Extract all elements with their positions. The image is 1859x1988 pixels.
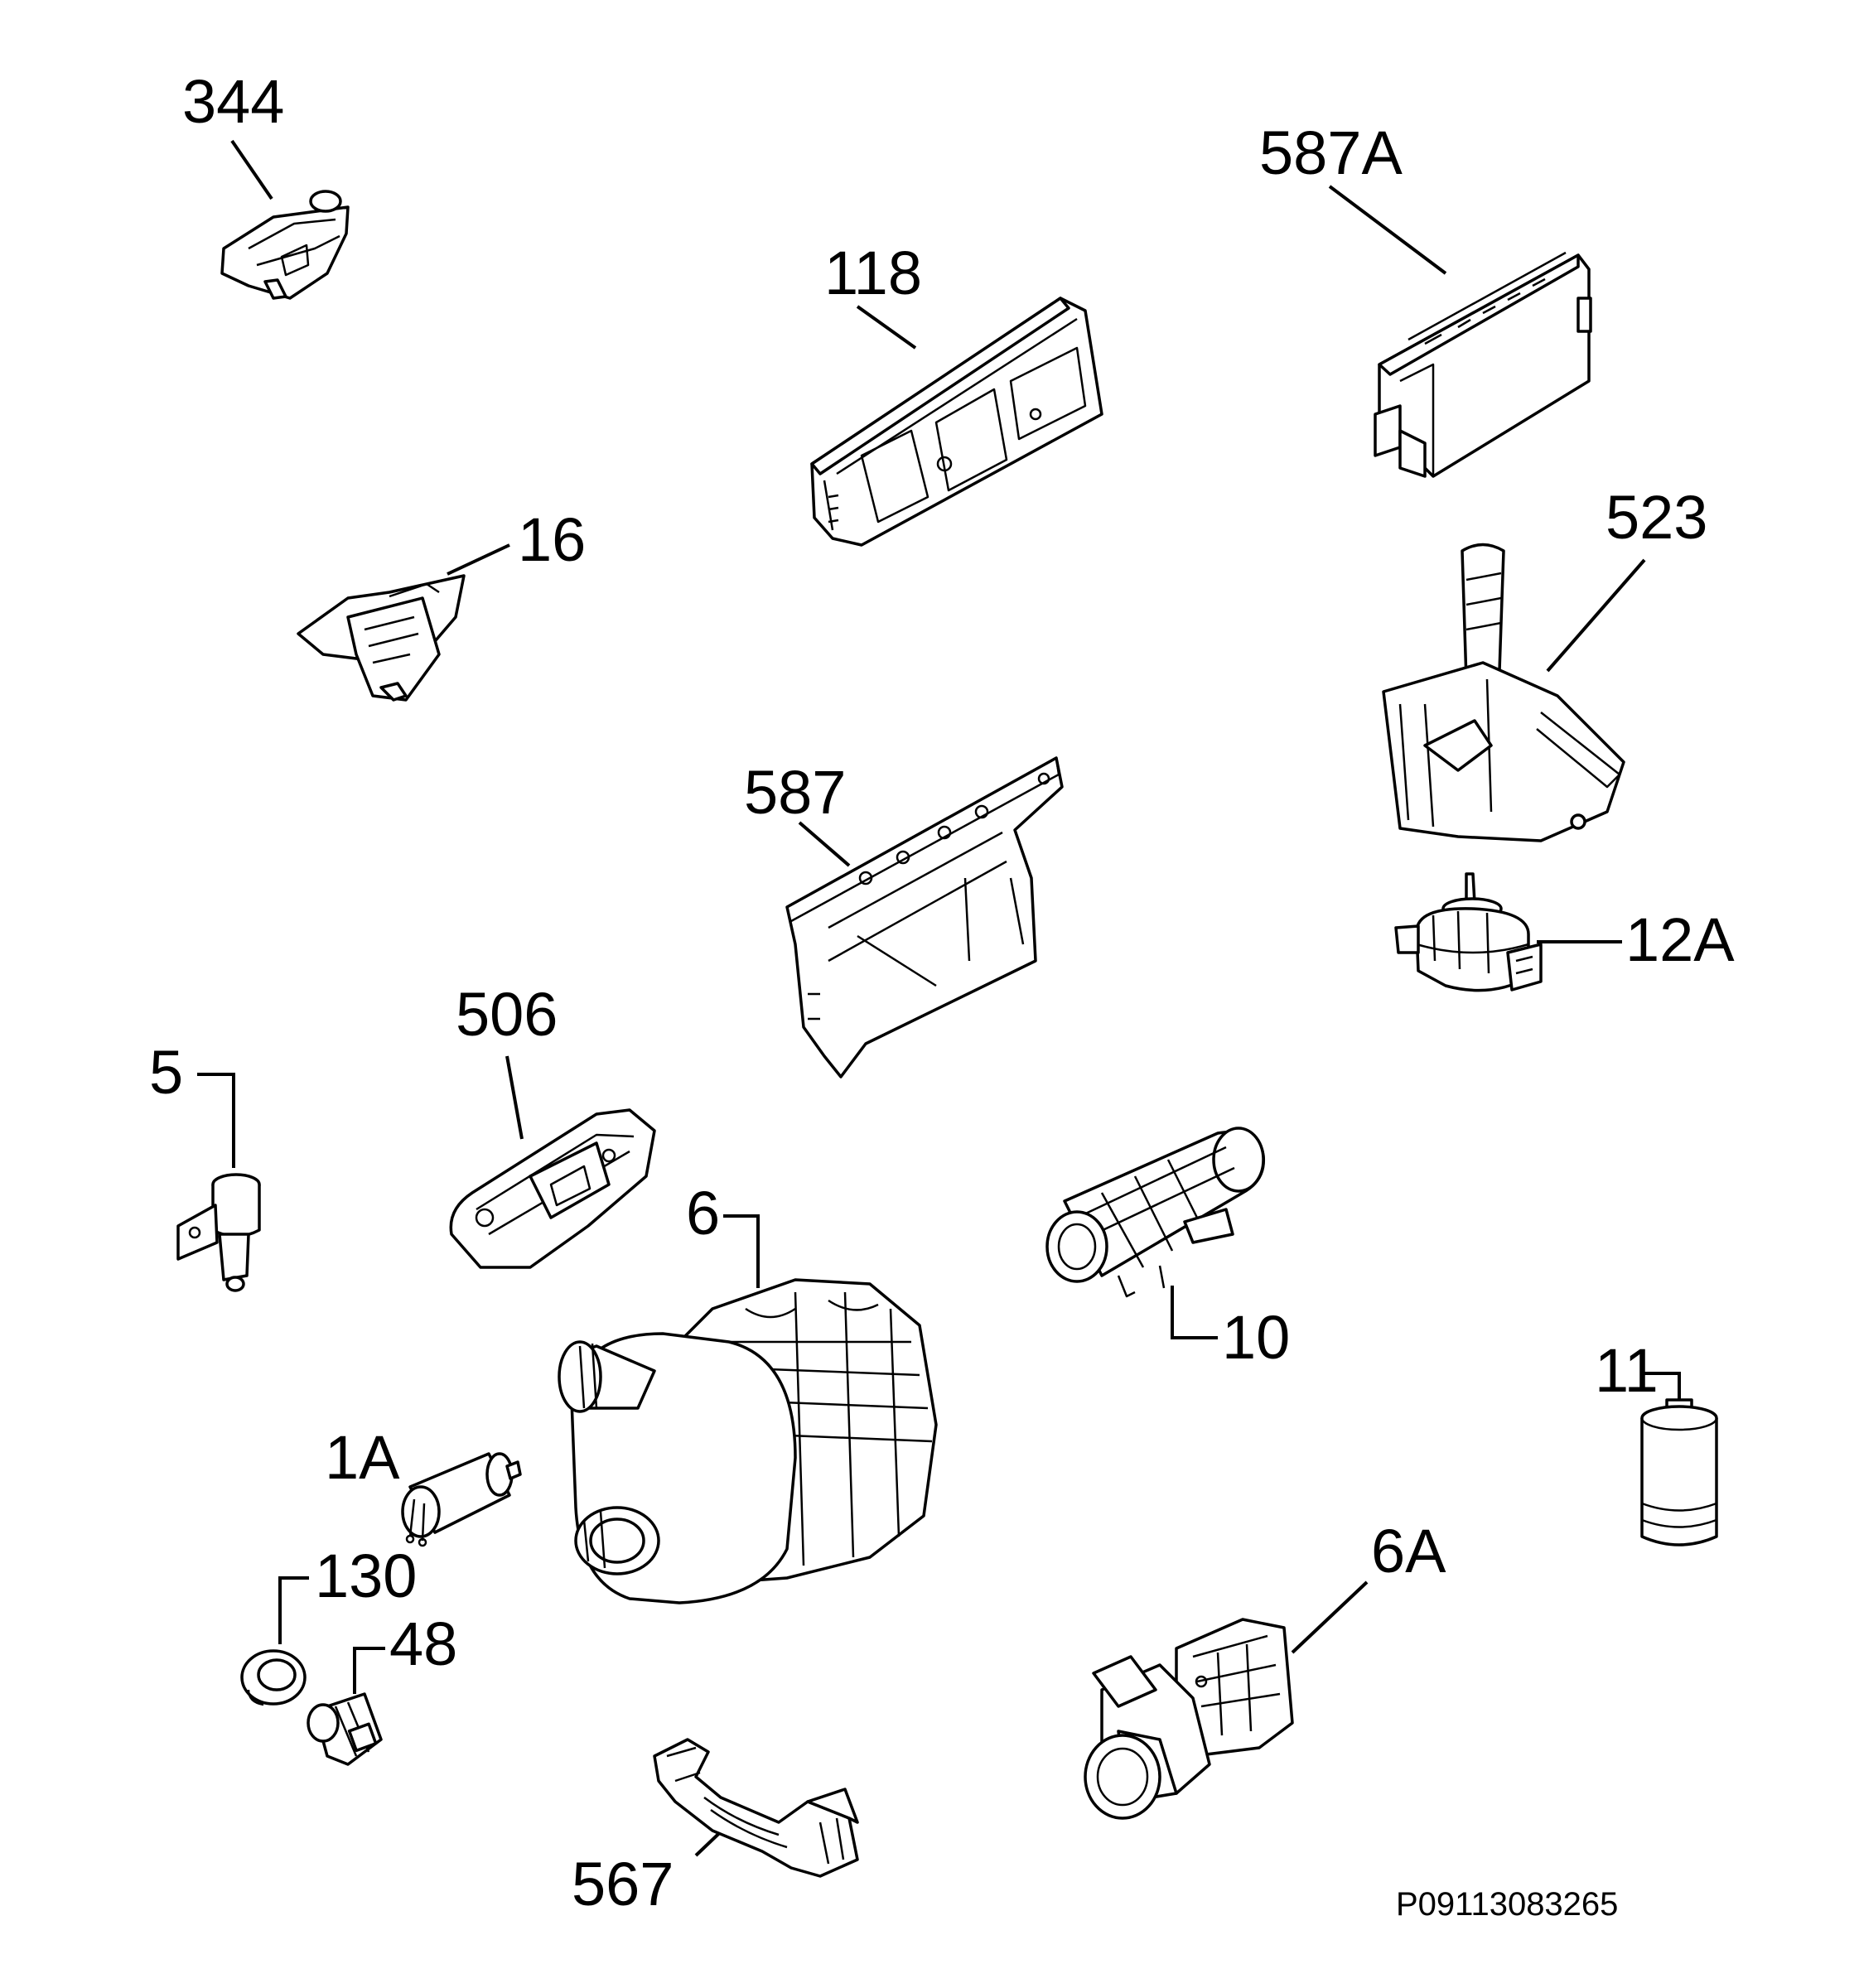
part-587-drawing — [785, 756, 1064, 1078]
label-506: 506 — [456, 980, 558, 1049]
leader-6A — [1291, 1580, 1369, 1654]
leader-6 — [723, 1214, 760, 1288]
label-1A: 1A — [325, 1423, 400, 1492]
part-6-drawing — [558, 1278, 938, 1604]
leader-506 — [505, 1055, 524, 1140]
leader-523 — [1546, 558, 1646, 673]
label-6A: 6A — [1371, 1517, 1446, 1585]
part-506[interactable]: 506 — [449, 980, 656, 1269]
part-11-drawing — [1640, 1398, 1718, 1546]
part-5[interactable]: 5 — [149, 1038, 261, 1292]
label-587: 587 — [744, 758, 846, 827]
part-16-drawing — [297, 574, 466, 702]
part-567[interactable]: 567 — [572, 1738, 859, 1918]
part-587[interactable]: 587 — [744, 756, 1064, 1078]
part-118-drawing — [810, 297, 1103, 547]
label-587A: 587A — [1259, 118, 1403, 187]
label-6: 6 — [686, 1179, 720, 1247]
part-130[interactable]: 130 — [240, 1542, 417, 1706]
part-10-drawing — [1045, 1127, 1266, 1298]
label-118: 118 — [824, 239, 922, 307]
leader-48 — [353, 1647, 385, 1694]
leader-5 — [197, 1073, 235, 1168]
part-130-drawing — [240, 1649, 307, 1706]
leader-16 — [447, 543, 510, 576]
label-16: 16 — [518, 505, 586, 574]
part-11[interactable]: 11 — [1595, 1336, 1718, 1546]
part-344[interactable]: 344 — [182, 67, 350, 300]
leader-11 — [1644, 1372, 1681, 1400]
part-1A[interactable]: 1A — [325, 1423, 522, 1547]
part-567-drawing — [653, 1738, 859, 1878]
leader-587 — [798, 821, 851, 867]
label-523: 523 — [1606, 483, 1707, 552]
leader-587A — [1328, 185, 1447, 275]
diagram-code: P09113083265 — [1396, 1886, 1618, 1923]
part-48[interactable]: 48 — [307, 1609, 457, 1766]
label-12A: 12A — [1625, 905, 1735, 974]
label-567: 567 — [572, 1850, 674, 1918]
part-6A-drawing — [1084, 1618, 1294, 1820]
leader-118 — [856, 305, 917, 350]
label-11: 11 — [1595, 1336, 1659, 1405]
leader-10 — [1171, 1286, 1218, 1339]
part-6A[interactable]: 6A — [1084, 1517, 1446, 1820]
part-10[interactable]: 10 — [1045, 1127, 1290, 1372]
part-118[interactable]: 118 — [810, 239, 1103, 547]
label-344: 344 — [182, 67, 284, 136]
part-344-drawing — [220, 190, 350, 300]
part-16[interactable]: 16 — [297, 505, 586, 702]
part-12A[interactable]: 12A — [1394, 872, 1735, 992]
part-12A-drawing — [1394, 872, 1543, 992]
part-1A-drawing — [401, 1452, 522, 1547]
part-48-drawing — [307, 1692, 383, 1766]
part-587A[interactable]: 587A — [1259, 118, 1592, 478]
leader-344 — [230, 139, 273, 200]
part-506-drawing — [449, 1108, 656, 1269]
leader-130 — [278, 1576, 309, 1644]
part-5-drawing — [176, 1173, 261, 1292]
part-6[interactable]: 6 — [558, 1179, 938, 1604]
label-5: 5 — [149, 1038, 183, 1107]
part-587A-drawing — [1374, 251, 1592, 478]
label-48: 48 — [389, 1609, 457, 1678]
part-523[interactable]: 523 — [1382, 483, 1707, 842]
label-10: 10 — [1222, 1303, 1290, 1372]
part-523-drawing — [1382, 543, 1625, 842]
label-130: 130 — [315, 1542, 417, 1610]
